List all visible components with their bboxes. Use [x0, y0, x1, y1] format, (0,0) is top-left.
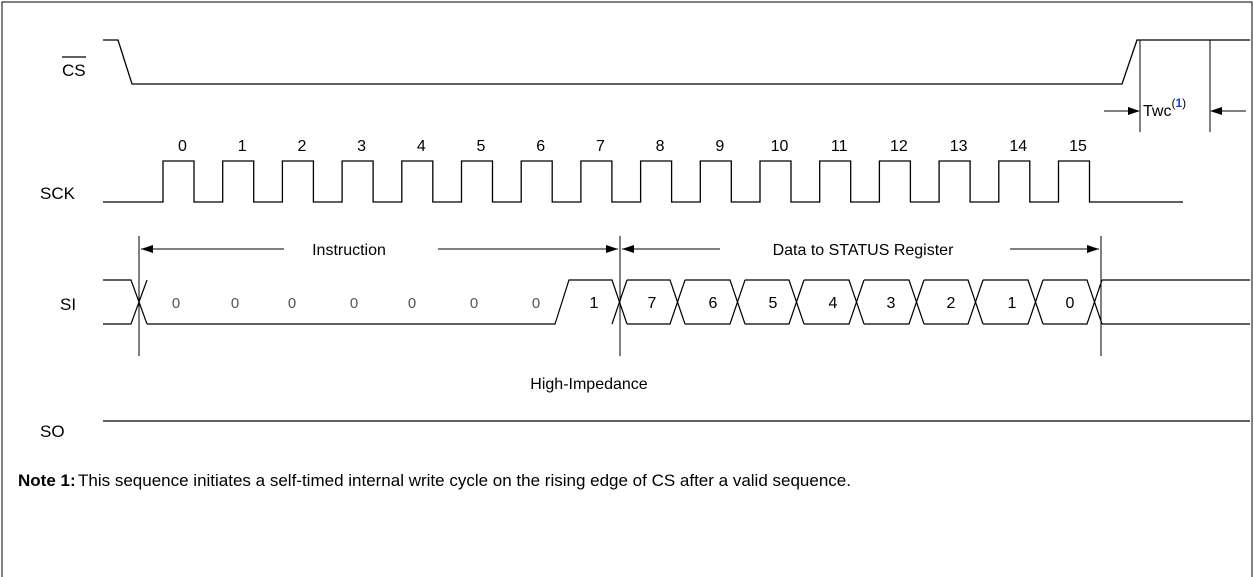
- clock-number: 10: [771, 138, 789, 155]
- clock-number: 14: [1009, 138, 1027, 155]
- twc-left-arrow-head: [1128, 107, 1140, 115]
- instruction-bit: 0: [470, 295, 478, 312]
- clock-number: 5: [477, 138, 486, 155]
- data-bit: 7: [648, 295, 657, 312]
- clock-number: 2: [297, 138, 306, 155]
- instruction-arrowhead-left: [141, 245, 153, 253]
- instruction-bit: 0: [231, 295, 239, 312]
- sck-waveform: [103, 160, 1183, 203]
- note-text: This sequence initiates a self-timed int…: [78, 471, 851, 490]
- si-data-edge-top: [983, 279, 1044, 325]
- instruction-bit: 0: [532, 295, 540, 312]
- clock-number: 7: [596, 138, 605, 155]
- si-data-edge-bottom: [983, 279, 1044, 325]
- si-data-edge-top: [1043, 279, 1103, 325]
- clock-number: 0: [178, 138, 187, 155]
- cs-waveform: [103, 39, 1250, 85]
- si-data-edge-bottom: [864, 279, 925, 325]
- data-bit: 4: [829, 295, 838, 312]
- twc-footnote-link: 1: [1175, 96, 1182, 110]
- si-waveform: [103, 279, 1250, 325]
- instruction-bit: 0: [350, 295, 358, 312]
- si-data-edge-bottom: [745, 279, 805, 325]
- clock-number: 12: [890, 138, 908, 155]
- si-data-edge-top: [804, 279, 865, 325]
- data-bit: 5: [769, 295, 778, 312]
- clock-number: 1: [238, 138, 247, 155]
- sck-label: SCK: [40, 184, 76, 203]
- si-lead-top: [103, 279, 148, 325]
- clock-number: 6: [536, 138, 545, 155]
- clock-number: 9: [715, 138, 724, 155]
- si-label: SI: [60, 295, 76, 314]
- data-bit: 1: [1008, 295, 1017, 312]
- si-data-edge-bottom: [804, 279, 865, 325]
- si-instruction-line: [147, 279, 628, 325]
- clock-number: 13: [950, 138, 968, 155]
- si-data-edge-bottom: [685, 279, 746, 325]
- data-bit: 6: [709, 295, 718, 312]
- cs-label: CS: [62, 61, 86, 80]
- clock-number: 8: [656, 138, 665, 155]
- si-data-edge-top: [864, 279, 925, 325]
- instruction-bit: 0: [172, 295, 180, 312]
- twc-right-arrow-head: [1210, 107, 1222, 115]
- so-state-label: High-Impedance: [530, 376, 648, 393]
- instruction-arrowhead-right: [606, 245, 618, 253]
- instruction-bit: 0: [408, 295, 416, 312]
- data-bit: 3: [887, 295, 896, 312]
- si-data-edge-bottom: [924, 279, 984, 325]
- si-data-edge-bottom: [1043, 279, 1103, 325]
- si-lead-bottom: [103, 279, 148, 325]
- instruction-bit: 0: [288, 295, 296, 312]
- si-data-edge-top: [627, 279, 686, 325]
- so-label: SO: [40, 422, 65, 441]
- data-segment-label: Data to STATUS Register: [773, 242, 954, 259]
- note-label: Note 1:: [18, 471, 76, 490]
- si-data-edge-top: [685, 279, 746, 325]
- si-transition: [611, 279, 628, 325]
- data-bit: 2: [947, 295, 956, 312]
- si-data-edge-top: [924, 279, 984, 325]
- data-arrowhead-left: [622, 245, 634, 253]
- instruction-bit: 1: [590, 295, 599, 312]
- clock-number: 11: [831, 138, 848, 155]
- si-data-edge-bottom: [627, 279, 686, 325]
- data-arrowhead-right: [1087, 245, 1099, 253]
- clock-number: 3: [357, 138, 366, 155]
- clock-number: 15: [1069, 138, 1087, 155]
- clock-number: 4: [417, 138, 426, 155]
- data-bit: 0: [1066, 295, 1075, 312]
- twc-label: Twc(1): [1143, 96, 1186, 120]
- si-bit-values: 0 0 0 0 0 0 0 1 7 6 5 4 3 2 1 0: [172, 295, 1075, 312]
- note: Note 1:This sequence initiates a self-ti…: [18, 471, 851, 490]
- si-data-edge-top: [745, 279, 805, 325]
- instruction-label: Instruction: [312, 242, 386, 259]
